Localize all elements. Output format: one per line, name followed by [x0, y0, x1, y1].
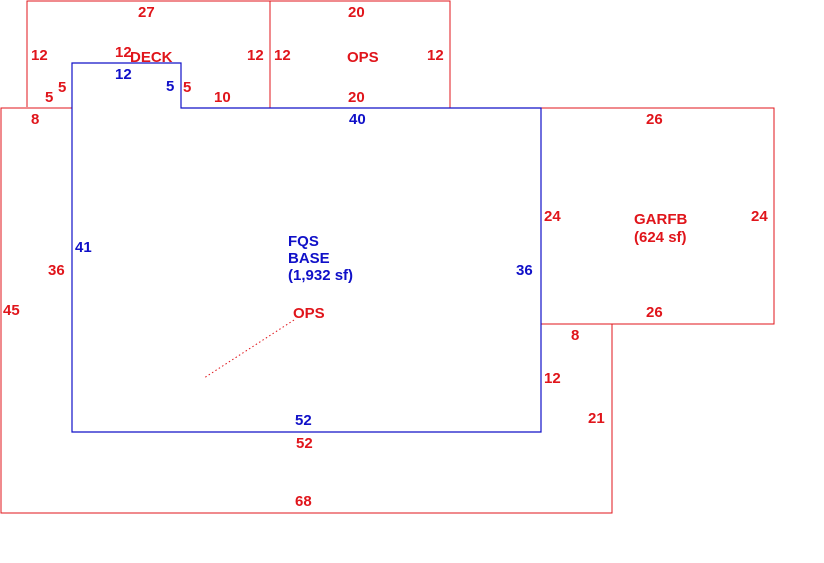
dim-base-top: 40: [349, 111, 366, 128]
dim-ops-left: 12: [274, 47, 291, 64]
fqs-base-outline: [71, 62, 542, 433]
dim-base-notch-side: 5: [166, 78, 174, 95]
garfb-label: GARFB: [634, 211, 687, 228]
dim-deck-step-left-a: 5: [58, 79, 66, 96]
dim-deck-bottom: 10: [214, 89, 231, 106]
dim-ops-bottom: 20: [348, 89, 365, 106]
dim-deck-inner-top: 12: [115, 44, 132, 61]
dim-outer-right-lower: 12: [544, 370, 561, 387]
dim-outer-right: 21: [588, 410, 605, 427]
fqs-base-line1: FQS: [288, 233, 319, 250]
dim-outer-step: 8: [571, 327, 579, 344]
garfb-outline: [541, 107, 775, 325]
dim-outer-left: 45: [3, 302, 20, 319]
dim-garfb-right: 24: [751, 208, 768, 225]
dim-deck-step-left-b: 5: [45, 89, 53, 106]
dim-deck-left: 12: [31, 47, 48, 64]
dim-outer-bottom: 68: [295, 493, 312, 510]
dim-deck-step-right: 5: [183, 79, 191, 96]
dim-base-left: 41: [75, 239, 92, 256]
dim-base-right: 36: [516, 262, 533, 279]
dim-base-notch-top: 12: [115, 66, 132, 83]
dim-base-bottom: 52: [295, 412, 312, 429]
fqs-base-line2: BASE: [288, 250, 330, 267]
dim-garfb-bottom: 26: [646, 304, 663, 321]
dim-ops-top: 20: [348, 4, 365, 21]
dim-ops-right: 12: [427, 47, 444, 64]
dim-garfb-left: 24: [544, 208, 561, 225]
garfb-area: (624 sf): [634, 229, 687, 246]
ops-upper-label: OPS: [347, 49, 379, 66]
dim-deck-top: 27: [138, 4, 155, 21]
fqs-base-area: (1,932 sf): [288, 267, 353, 284]
deck-label: DECK: [130, 49, 173, 66]
ops-lower-label: OPS: [293, 305, 325, 322]
dim-outer-base-bottom: 52: [296, 435, 313, 452]
dim-outer-left-top: 8: [31, 111, 39, 128]
dim-outer-left-inner: 36: [48, 262, 65, 279]
dim-garfb-top: 26: [646, 111, 663, 128]
ops-leader-line: [203, 319, 295, 379]
dim-deck-right: 12: [247, 47, 264, 64]
